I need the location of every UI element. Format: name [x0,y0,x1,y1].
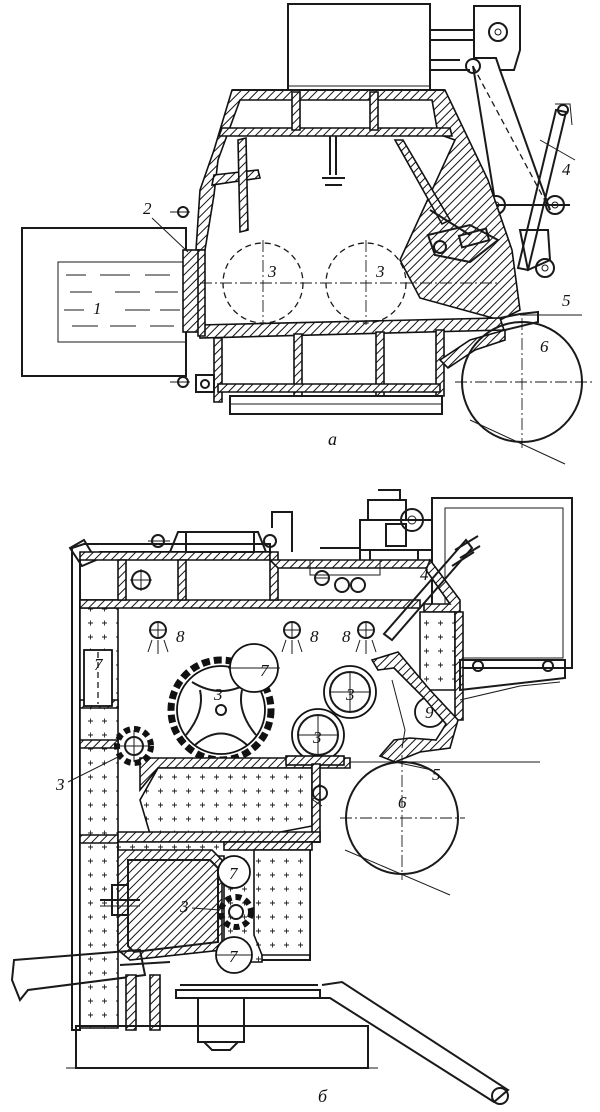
caption-b: б [318,1086,328,1106]
outlet-pipe [320,980,510,1104]
seal-block [182,249,200,333]
label-b-8-1: 8 [176,627,185,646]
label-b-3-bottom: 3 [179,897,189,916]
label-a-1: 1 [93,299,102,318]
lever-b [382,538,474,642]
label-a-5: 5 [562,291,571,310]
flow-channel [197,317,506,339]
label-b-7-left: 7 [94,655,104,674]
slice-housing [370,651,459,763]
label-a-4: 4 [562,160,571,179]
label-b-6: 6 [398,793,407,812]
drive-motor-b [431,497,573,669]
label-b-3-left: 3 [55,775,65,794]
lever-rod [516,108,568,272]
label-a-2: 2 [143,199,152,218]
label-b-5: 5 [432,765,441,784]
roll-b-left [114,726,154,766]
label-b-3-big: 3 [213,685,223,704]
reservoir-box [21,227,187,377]
label-b-7-bottom-lower: 7 [229,947,239,966]
label-b-8-2: 8 [310,627,319,646]
label-b-9: 9 [425,703,434,722]
roll-b-bottom [218,894,254,930]
label-a-3-right: 3 [375,262,385,281]
inlet-pipe [10,948,147,1002]
reservoir-liquid [57,261,187,343]
view-a: 1 2 3 3 4 5 6 а [21,3,592,465]
caption-a: а [328,429,337,449]
motor-housing [287,3,431,91]
label-b-7-bottom-upper: 7 [229,864,239,883]
insulation-middle [139,767,313,835]
label-a-6: 6 [540,337,549,356]
label-b-3-mid-upper: 3 [345,685,355,704]
slice-lip [499,310,539,331]
nozzle-row [147,621,377,654]
label-a-3-left: 3 [267,262,277,281]
drive-bracket [473,5,521,71]
tube-b-bottom-upper [217,855,251,889]
view-b: 3 3 3 3 3 4 5 6 7 7 7 7 8 8 8 9 б [10,489,573,1106]
label-b-7-top: 7 [260,661,270,680]
label-b-3-mid-lower: 3 [312,728,322,747]
label-b-8-3: 8 [342,627,351,646]
label-b-4: 4 [420,565,429,584]
